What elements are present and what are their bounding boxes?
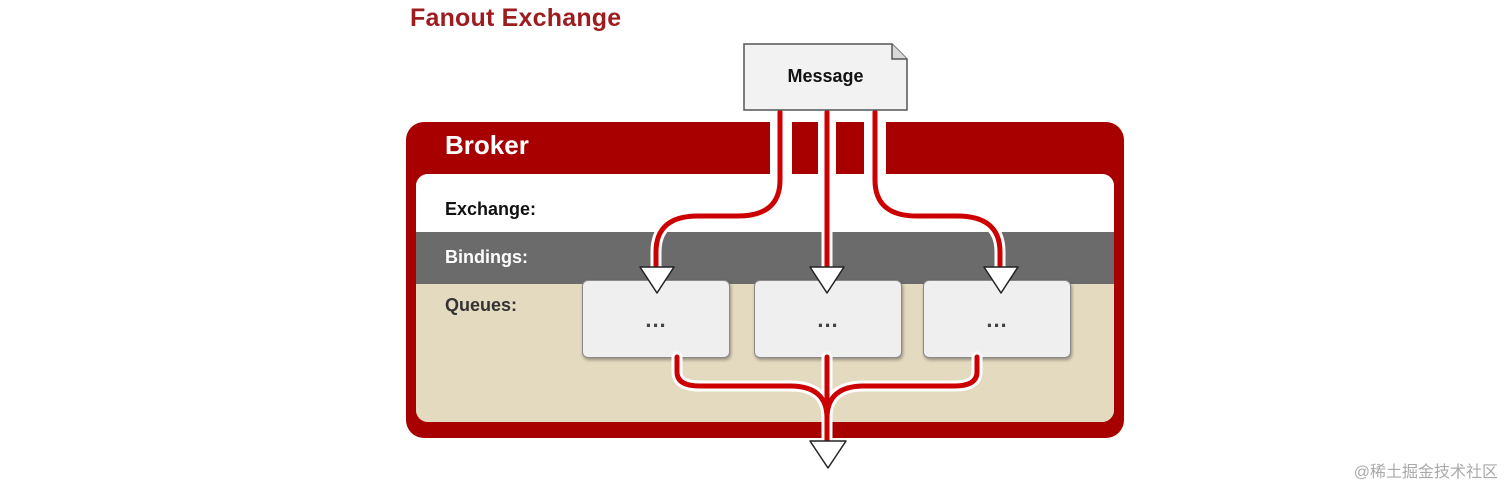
fanout-routes [650, 106, 1006, 274]
bindings-row-label: Bindings: [445, 247, 528, 267]
consumer-arrow-icon [809, 440, 847, 469]
queue-box-1-label: ... [645, 307, 667, 332]
route-from-queue-3 [824, 354, 980, 443]
message-label: Message [787, 66, 864, 86]
route-from-queue-1 [674, 354, 830, 443]
queue-box-2: ... [754, 280, 902, 358]
consumer-routes [671, 351, 983, 446]
route-to-queue-1 [653, 109, 783, 271]
route-to-queue-3 [872, 109, 1003, 271]
queue-box-2-label: ... [817, 307, 839, 332]
queue-2-arrow-icon [809, 266, 845, 294]
queue-3-arrow-icon [983, 266, 1019, 294]
queue-box-1: ... [582, 280, 730, 358]
watermark: @稀土掘金技术社区 [1353, 464, 1498, 481]
queue-box-3-label: ... [986, 307, 1008, 332]
queue-1-arrow-icon [639, 266, 675, 294]
message-document [743, 43, 908, 111]
exchange-row-label: Exchange: [445, 199, 537, 219]
exchange-band [416, 174, 1114, 232]
diagram-title: Fanout Exchange [410, 4, 622, 32]
broker-label: Broker [445, 130, 529, 160]
queues-row-label: Queues: [445, 295, 518, 315]
